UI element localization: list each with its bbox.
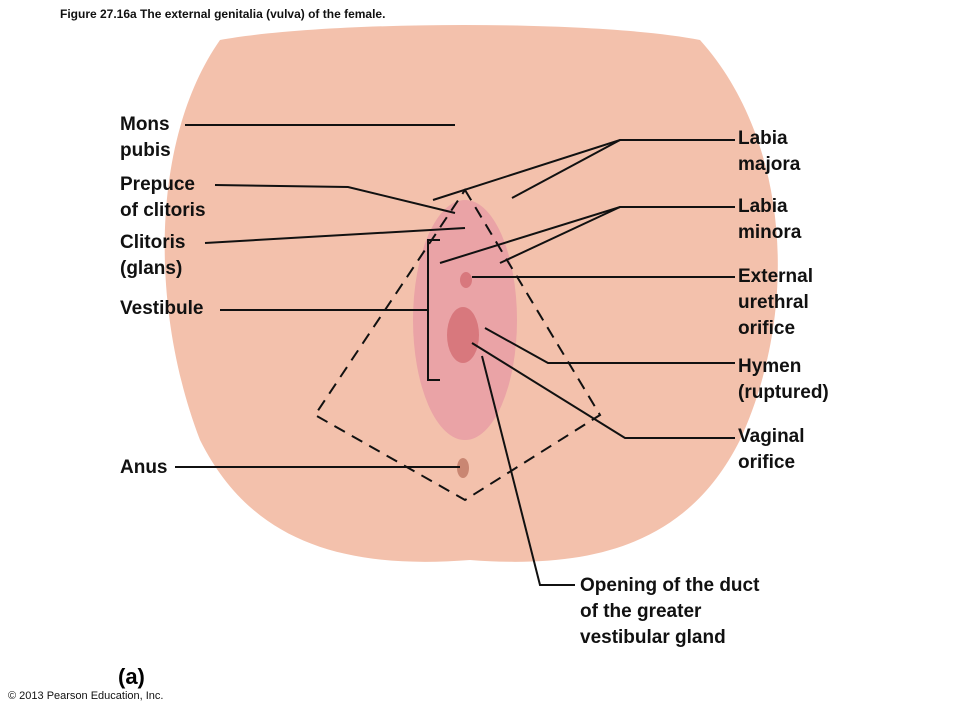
label-clitoris: Clitoris (glans) xyxy=(120,232,186,279)
label-prepuce: Prepuce of clitoris xyxy=(120,174,206,221)
label-gland-duct: Opening of the duct of the greater vesti… xyxy=(580,575,760,648)
orifice-region xyxy=(447,307,479,363)
leader-labia-majora-2 xyxy=(511,139,621,199)
label-vestibule: Vestibule xyxy=(120,298,204,319)
label-vaginal: Vaginal orifice xyxy=(738,426,805,473)
label-anus: Anus xyxy=(120,457,168,478)
perineum-boundary xyxy=(313,188,602,502)
leader-clitoris xyxy=(204,227,466,244)
leader-gland-duct xyxy=(481,355,575,586)
leader-prepuce xyxy=(214,184,456,214)
urethral-region xyxy=(460,272,472,288)
anus-region xyxy=(457,458,469,478)
label-urethral: External urethral orifice xyxy=(738,266,813,339)
label-leaders xyxy=(175,124,735,586)
copyright: © 2013 Pearson Education, Inc. xyxy=(8,690,164,702)
figure-caption: Figure 27.16a The external genitalia (vu… xyxy=(60,7,386,21)
leader-vaginal xyxy=(471,342,735,439)
label-mons-pubis: Mons pubis xyxy=(120,114,171,161)
panel-letter: (a) xyxy=(118,664,145,689)
leader-hymen xyxy=(484,327,735,364)
label-hymen: Hymen (ruptured) xyxy=(738,356,829,403)
label-labia-minora: Labia minora xyxy=(738,196,802,243)
label-labia-majora: Labia majora xyxy=(738,128,801,175)
leader-labia-minora-2 xyxy=(499,206,621,264)
